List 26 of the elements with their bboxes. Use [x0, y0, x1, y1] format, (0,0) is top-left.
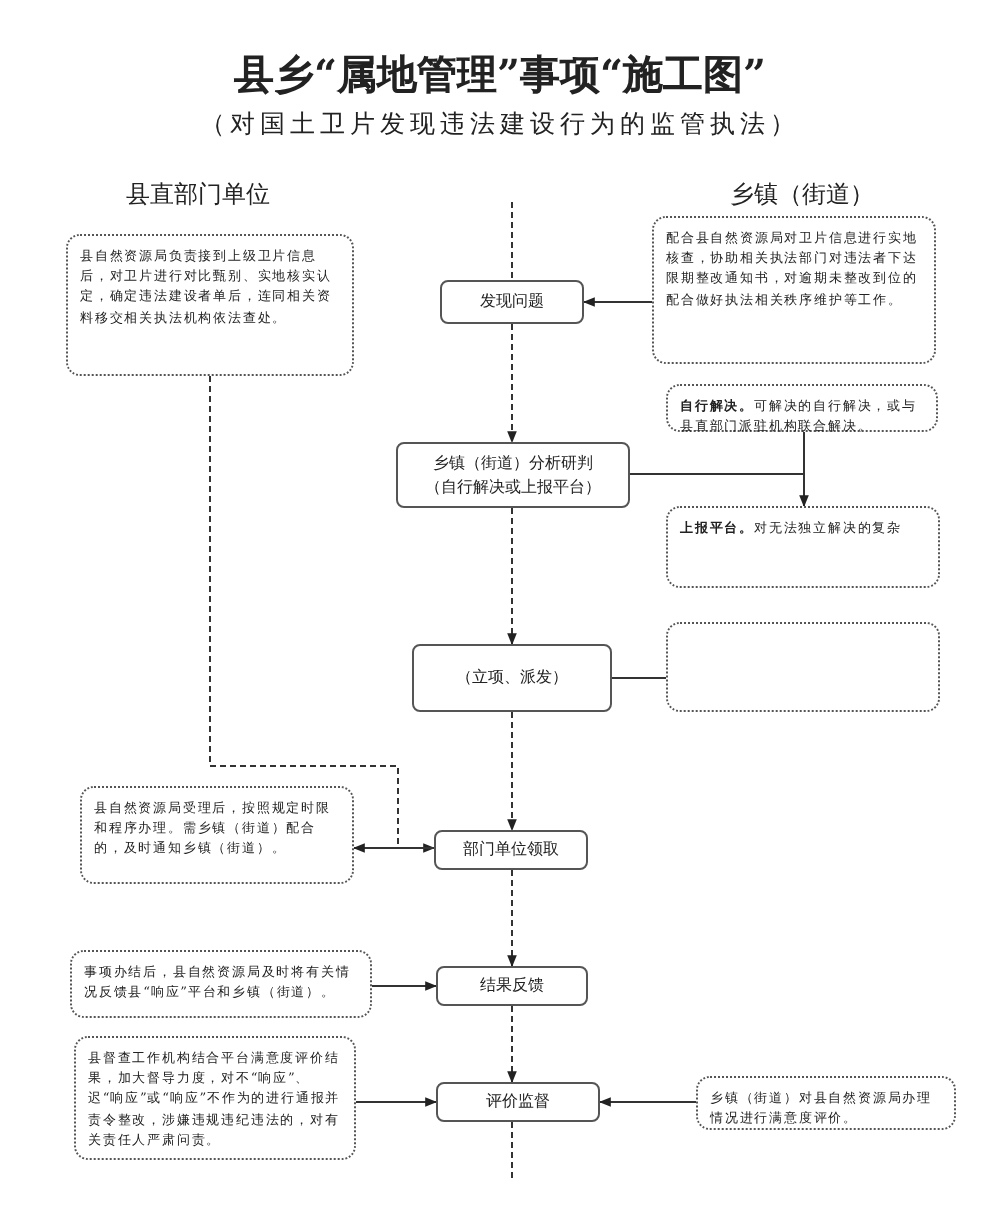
title: 县乡“属地管理”事项“施工图” — [231, 48, 768, 102]
process-box: 结果反馈 — [436, 966, 588, 1006]
arrow — [507, 1005, 517, 1084]
arrow — [371, 981, 438, 991]
process-box: 部门单位领取 — [434, 830, 588, 870]
arrow — [507, 507, 517, 646]
connector-line — [611, 677, 667, 679]
arrow — [355, 1097, 438, 1107]
arrow — [352, 843, 435, 853]
arrow — [209, 375, 436, 853]
arrow — [507, 323, 517, 444]
note-box — [666, 622, 940, 712]
process-box: （立项、派发） — [412, 644, 612, 712]
arrow — [507, 711, 517, 832]
connector-line — [511, 201, 513, 281]
arrow — [629, 473, 809, 508]
column-heading: 乡镇（街道） — [730, 178, 874, 212]
process-box: 乡镇（街道）分析研判（自行解决或上报平台） — [396, 442, 630, 508]
process-box: 发现问题 — [440, 280, 584, 324]
column-heading: 县直部门单位 — [126, 178, 270, 212]
subtitle: （对国土卫片发现违法建设行为的监管执法） — [198, 108, 802, 142]
arrow — [582, 297, 653, 307]
process-box: 评价监督 — [436, 1082, 600, 1122]
arrow — [598, 1097, 697, 1107]
connector-line — [511, 1121, 513, 1181]
arrow — [507, 869, 517, 968]
